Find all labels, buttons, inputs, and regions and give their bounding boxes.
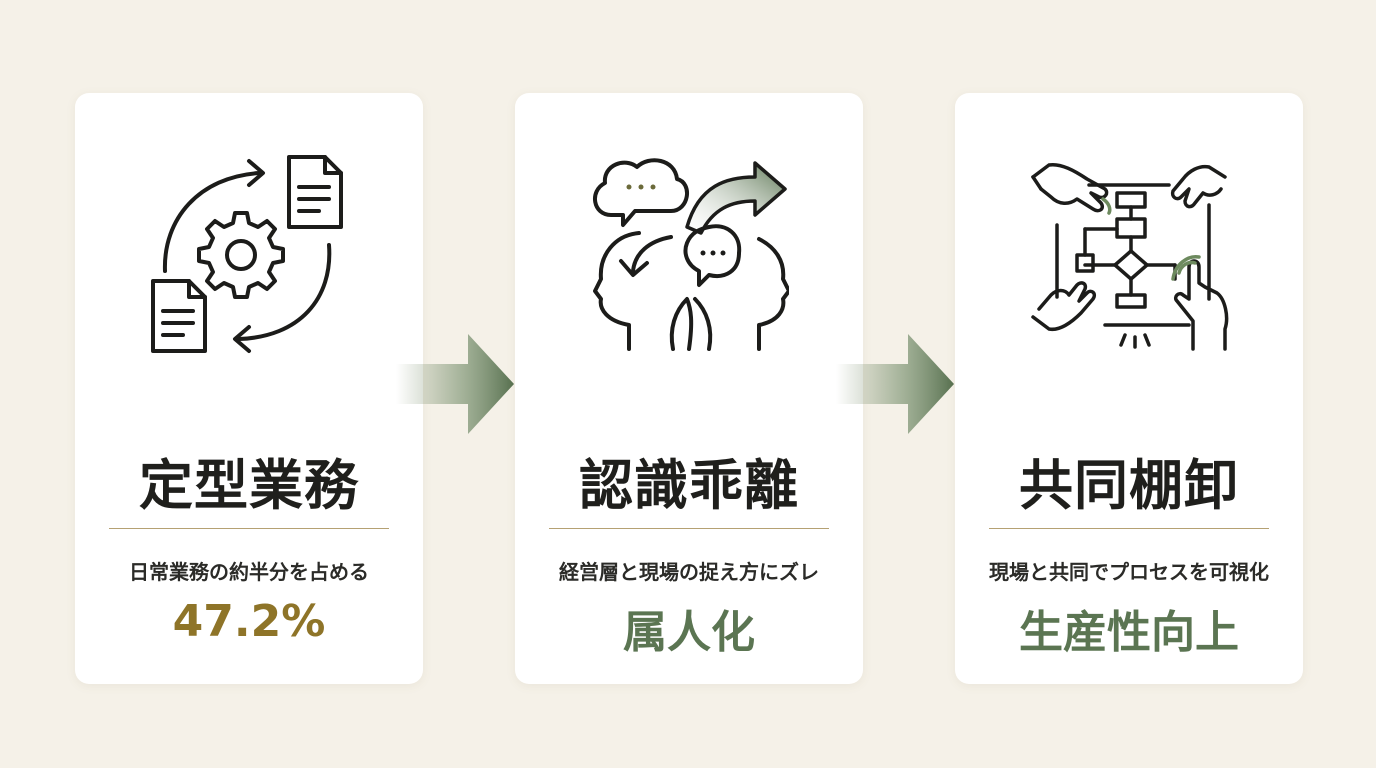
card-routine-work: 定型業務 日常業務の約半分を占める 47.2% [75,93,423,684]
divider [109,528,389,529]
card-subtitle: 現場と共同でプロセスを可視化 [989,560,1269,584]
card-title: 定型業務 [139,453,359,517]
divider [549,528,829,529]
divider [989,528,1269,529]
card-title: 共同棚卸 [1019,453,1239,517]
gear-document-cycle-icon [149,149,349,359]
card-highlight-value: 47.2% [172,596,326,647]
card-joint-inventory: 共同棚卸 現場と共同でプロセスを可視化 生産性向上 [955,93,1303,684]
right-arrow-icon [396,334,516,434]
hands-flowchart-icon [1029,149,1229,359]
card-subtitle: 日常業務の約半分を占める [129,560,369,584]
right-arrow-icon [836,334,956,434]
card-perception-gap: 認識乖離 経営層と現場の捉え方にズレ 属人化 [515,93,863,684]
two-heads-speech-bubbles-icon [589,149,789,359]
card-highlight-value: 属人化 [623,607,755,658]
card-subtitle: 経営層と現場の捉え方にズレ [559,560,819,584]
card-highlight-value: 生産性向上 [1019,607,1239,658]
card-title: 認識乖離 [579,453,799,517]
